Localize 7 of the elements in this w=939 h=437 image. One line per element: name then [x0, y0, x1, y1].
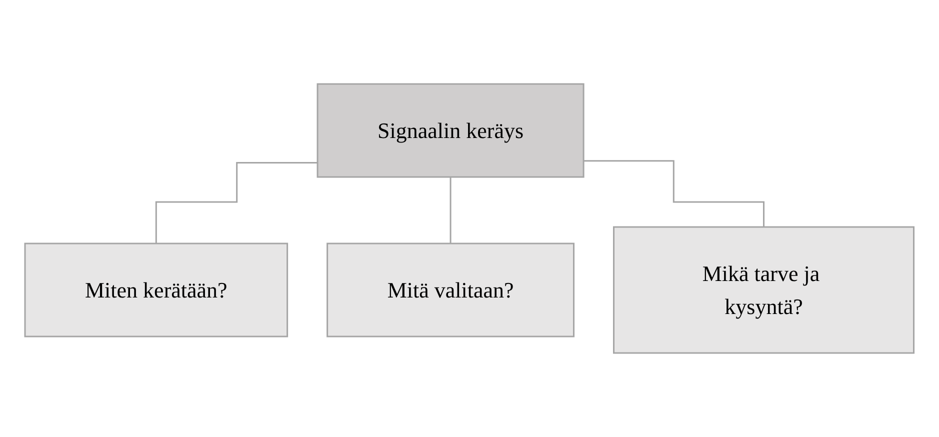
connector: [450, 176, 452, 244]
node-box: Mikä tarve ja kysyntä?: [613, 226, 915, 354]
node-box: Miten kerätään?: [24, 242, 288, 338]
connector: [156, 162, 318, 244]
node-box: Signaalin keräys: [316, 83, 584, 178]
node-box: Mitä valitaan?: [326, 242, 575, 338]
connector: [584, 160, 765, 228]
